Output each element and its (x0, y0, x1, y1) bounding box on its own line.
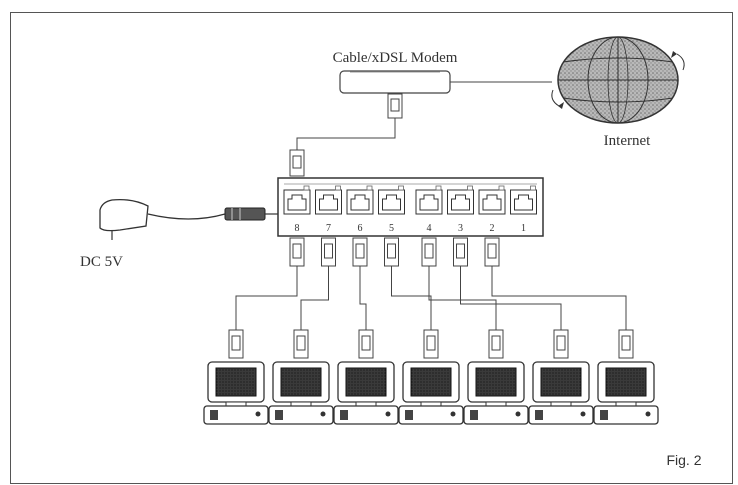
cable-4 (384, 237, 439, 359)
ethernet-port-8 (283, 185, 311, 215)
monitor-screen (475, 367, 517, 397)
computer-base (398, 405, 464, 425)
computer-3 (333, 361, 399, 425)
ethernet-port-1 (510, 185, 537, 215)
cable-6 (453, 237, 569, 359)
port-number-label: 3 (458, 223, 463, 234)
ethernet-port-2 (478, 185, 506, 215)
cable-3 (352, 237, 374, 359)
modem-label: Cable/xDSL Modem (333, 50, 458, 66)
computer-1 (203, 361, 269, 425)
computer-6 (528, 361, 594, 425)
computer-base (333, 405, 399, 425)
power-adapter (99, 198, 278, 240)
internet-globe (551, 36, 685, 124)
computer-base (463, 405, 529, 425)
ethernet-port-7 (315, 185, 342, 215)
modem: Cable/xDSL Modem (333, 50, 458, 94)
internet-label: Internet (604, 133, 651, 149)
monitor-screen (540, 367, 582, 397)
port-number-label: 7 (326, 223, 331, 234)
computer-base (268, 405, 334, 425)
computer-7 (593, 361, 659, 425)
port-number-label: 2 (490, 223, 495, 234)
figure-label: Fig. 2 (666, 452, 701, 468)
monitor-screen (410, 367, 452, 397)
port-number-label: 8 (295, 223, 300, 234)
cable-2 (293, 237, 336, 359)
monitor-screen (280, 367, 322, 397)
switch: 8 7 6 5 4 3 2 1 (277, 177, 544, 237)
ethernet-port-6 (346, 185, 374, 215)
computer-5 (463, 361, 529, 425)
cable-5 (421, 237, 504, 359)
port-number-label: 1 (521, 223, 526, 234)
computer-base (203, 405, 269, 425)
computer-4 (398, 361, 464, 425)
cable-1 (228, 237, 305, 359)
ethernet-port-3 (447, 185, 474, 215)
ethernet-port-5 (378, 185, 405, 215)
monitor-screen (215, 367, 257, 397)
computer-base (528, 405, 594, 425)
cable-7 (484, 237, 634, 359)
monitor-screen (345, 367, 387, 397)
port-number-label: 6 (358, 223, 363, 234)
monitor-screen (605, 367, 647, 397)
computer-base (593, 405, 659, 425)
computer-2 (268, 361, 334, 425)
modem-uplink-cable (289, 93, 403, 177)
power-label: DC 5V (80, 254, 123, 270)
port-number-label: 5 (389, 223, 394, 234)
port-number-label: 4 (427, 223, 432, 234)
ethernet-port-4 (415, 185, 443, 215)
